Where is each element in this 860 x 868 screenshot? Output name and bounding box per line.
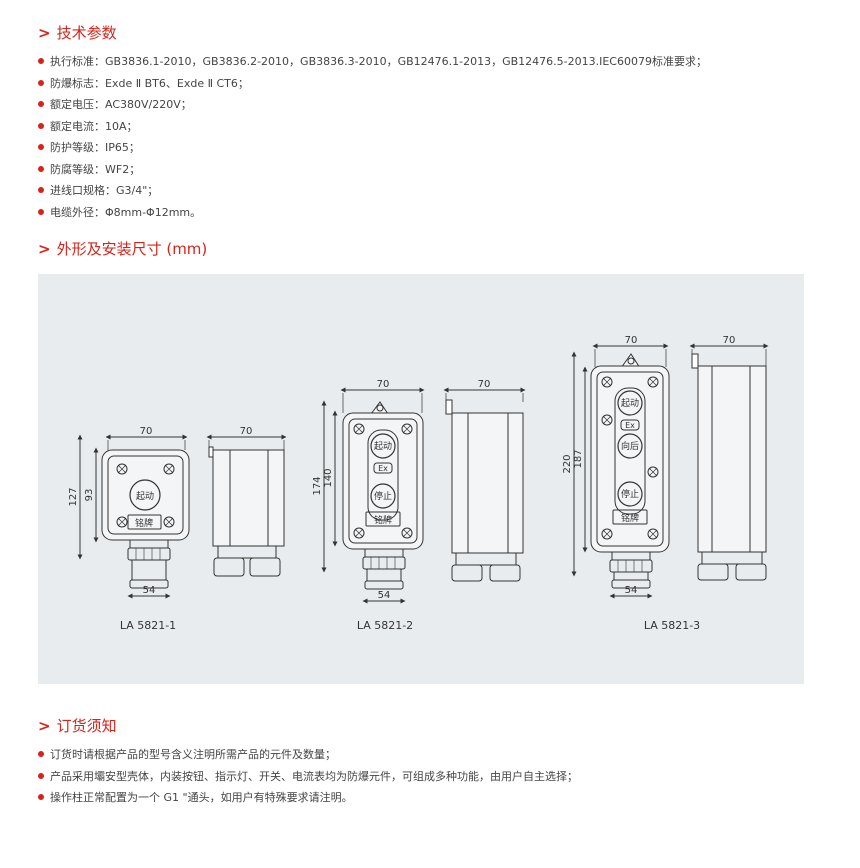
model-3-button-start: 起动 [621, 398, 639, 409]
model-3-base-label: 54 [625, 585, 638, 596]
model-1-height-inner: 93 [84, 489, 95, 502]
model-3-width-label: 70 [625, 335, 638, 346]
model-2-height-inner: 140 [323, 468, 334, 487]
model-3-button-stop: 停止 [621, 488, 639, 500]
bullet-icon [38, 187, 44, 193]
model-2-base-label: 54 [378, 590, 391, 601]
order-note: 产品采用壩安型壳体，内装按钮、指示灯、开关、电流表均为防爆元件，可组成多种功能，… [38, 766, 578, 788]
model-3-nameplate: 铭牌 [621, 512, 639, 524]
model-3-side-view [689, 343, 769, 581]
bullet-icon [38, 79, 44, 86]
model-1-base-label: 54 [143, 585, 156, 596]
model-2-side-width-label: 70 [478, 379, 491, 390]
model-2-width-label: 70 [377, 379, 390, 390]
section-title-order: >订货须知 [38, 717, 117, 735]
model-3-name: LA 5821-3 [644, 619, 700, 632]
model-3-side-width-label: 70 [723, 335, 736, 346]
spec-item: 防腐等级：WF2； [38, 159, 707, 181]
model-2-nameplate: 铭牌 [374, 514, 392, 526]
bullet-icon [38, 794, 44, 800]
spec-list: 执行标准：GB3836.1-2010，GB3836.2-2010，GB3836.… [38, 51, 707, 223]
model-2-name: LA 5821-2 [357, 619, 413, 632]
bullet-icon [38, 122, 44, 129]
model-2-side-view [443, 387, 526, 582]
spec-item: 执行标准：GB3836.1-2010，GB3836.2-2010，GB3836.… [38, 51, 707, 73]
bullet-icon [38, 101, 44, 107]
model-1-front-view [77, 434, 190, 599]
model-2-ex-mark: Ex [378, 464, 388, 473]
order-notes-list: 订货时请根据产品的型号含义注明所需产品的元件及数量； 产品采用壩安型壳体，内装按… [38, 744, 578, 809]
bullet-icon [38, 751, 44, 757]
dimension-drawing-panel: 70 70 54 起动 铭牌 LA 5821-1 127 93 70 70 54… [38, 274, 804, 684]
chevron-right-icon: > [38, 717, 51, 735]
chevron-right-icon: > [38, 24, 51, 42]
bullet-icon [38, 144, 44, 150]
model-1-nameplate: 铭牌 [135, 517, 153, 529]
chevron-right-icon: > [38, 240, 51, 258]
section-title-tech: >技术参数 [38, 24, 117, 42]
bullet-icon [38, 165, 44, 172]
spec-item: 额定电压：AC380V/220V； [38, 94, 707, 116]
bullet-icon [38, 208, 44, 215]
order-note: 订货时请根据产品的型号含义注明所需产品的元件及数量； [38, 744, 578, 766]
spec-item: 防爆标志：Exde Ⅱ BT6、Exde Ⅱ CT6； [38, 73, 707, 95]
model-1-height-outer: 127 [68, 487, 79, 506]
spec-item: 电缆外径：Φ8mm-Φ12mm。 [38, 202, 707, 224]
model-3-front-view [571, 343, 670, 599]
model-3-button-reverse: 向后 [621, 440, 639, 452]
dimension-drawings: 70 70 54 起动 铭牌 LA 5821-1 127 93 70 70 54… [68, 335, 769, 632]
model-2-button-start: 起动 [374, 441, 392, 452]
model-3-height-inner: 187 [573, 449, 584, 468]
model-1-side-view [206, 434, 287, 577]
model-1-side-width-label: 70 [240, 426, 253, 437]
model-1-name: LA 5821-1 [120, 619, 176, 632]
section-title-dims: >外形及安装尺寸 (mm) [38, 240, 208, 258]
model-2-front-view [321, 387, 425, 604]
model-2-height-outer: 174 [312, 476, 323, 495]
model-3-ex-mark: Ex [625, 421, 635, 430]
spec-item: 防护等级：IP65； [38, 137, 707, 159]
order-note: 操作柱正常配置为一个 G1 "通头，如用户有特殊要求请注明。 [38, 787, 578, 809]
spec-item: 额定电流：10A； [38, 116, 707, 138]
bullet-icon [38, 58, 44, 64]
model-2-button-stop: 停止 [374, 490, 392, 502]
bullet-icon [38, 772, 44, 779]
model-3-height-outer: 220 [562, 454, 573, 473]
model-1-button-start: 起动 [136, 491, 154, 502]
spec-item: 进线口规格：G3/4"； [38, 180, 707, 202]
model-1-width-label: 70 [140, 426, 153, 437]
